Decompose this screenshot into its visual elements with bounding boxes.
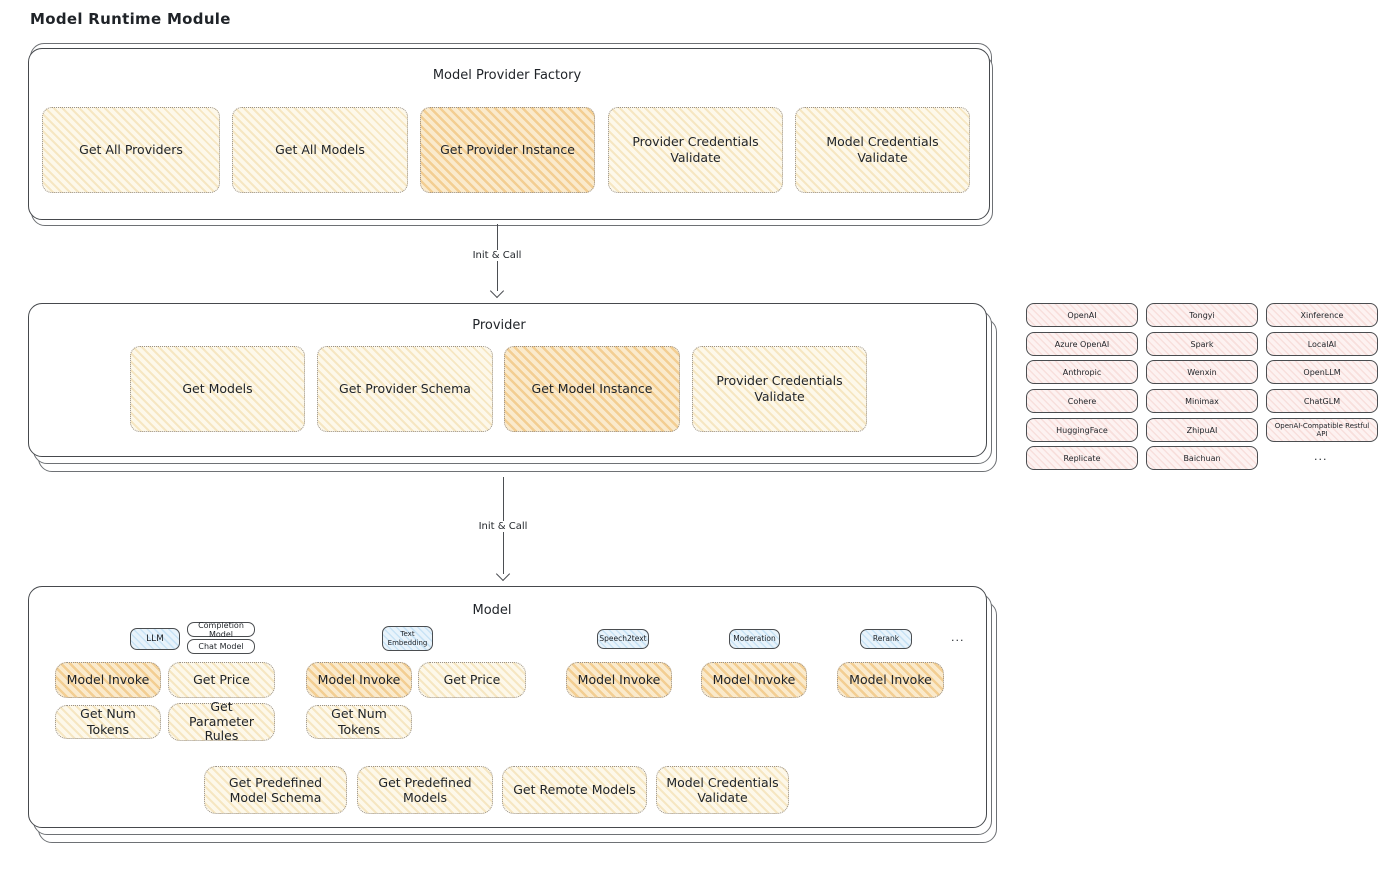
provider-pill-xinference: Xinference (1266, 303, 1378, 327)
model-type-tag-completion-model: Completion Model (187, 621, 255, 639)
model-type-tag-speech2text: Speech2text (597, 629, 649, 649)
provider-node-get-models: Get Models (130, 346, 305, 432)
model-type-tag-chat-model: Chat Model (187, 639, 255, 654)
init-call-label-2: Init & Call (473, 521, 533, 532)
common-op-get-predefined-models: Get Predefined Models (357, 766, 493, 814)
rerank-op-model-invoke: Model Invoke (837, 662, 944, 698)
speech2text-op-model-invoke: Model Invoke (566, 662, 672, 698)
provider-pill-wenxin: Wenxin (1146, 360, 1258, 384)
page-title: Model Runtime Module (30, 10, 231, 28)
provider-pill-chatglm: ChatGLM (1266, 389, 1378, 413)
init-call-label-1: Init & Call (467, 250, 527, 261)
factory-title: Model Provider Factory (432, 68, 582, 83)
provider-pill-baichuan: Baichuan (1146, 446, 1258, 470)
arrow-head-icon (490, 283, 505, 299)
common-op-model-credentials-validate: Model Credentials Validate (656, 766, 789, 814)
factory-node-model-credentials-validate: Model Credentials Validate (795, 107, 970, 193)
provider-node-get-model-instance: Get Model Instance (504, 346, 680, 432)
provider-pill-azure-openai: Azure OpenAI (1026, 332, 1138, 356)
factory-node-get-all-models: Get All Models (232, 107, 408, 193)
provider-pill-openai-compatible-restful-api: OpenAI-Compatible Restful API (1266, 418, 1378, 442)
provider-node-provider-credentials-validate: Provider Credentials Validate (692, 346, 867, 432)
llm-op-get-price: Get Price (168, 662, 275, 698)
model-type-tag-rerank: Rerank (860, 629, 912, 649)
provider-pill-cohere: Cohere (1026, 389, 1138, 413)
provider-pill-localai: LocalAI (1266, 332, 1378, 356)
model-type-tag-llm: LLM (130, 628, 180, 650)
provider-node-get-provider-schema: Get Provider Schema (317, 346, 493, 432)
model-title: Model (472, 603, 512, 618)
provider-title: Provider (472, 318, 526, 333)
common-op-get-predefined-model-schema: Get Predefined Model Schema (204, 766, 347, 814)
model-type-tag-moderation: Moderation (729, 629, 780, 649)
common-op-get-remote-models: Get Remote Models (502, 766, 647, 814)
factory-node-get-provider-instance: Get Provider Instance (420, 107, 595, 193)
provider-pill-spark: Spark (1146, 332, 1258, 356)
provider-pill-openllm: OpenLLM (1266, 360, 1378, 384)
model-type-tag-text-embedding: Text Embedding (382, 626, 433, 651)
embedding-op-model-invoke: Model Invoke (306, 662, 412, 698)
provider-pill-huggingface: HuggingFace (1026, 418, 1138, 442)
embedding-op-get-price: Get Price (418, 662, 526, 698)
llm-op-get-num-tokens: Get Num Tokens (55, 705, 161, 739)
factory-node-provider-credentials-validate: Provider Credentials Validate (608, 107, 783, 193)
provider-pill-replicate: Replicate (1026, 446, 1138, 470)
provider-pill-tongyi: Tongyi (1146, 303, 1258, 327)
embedding-op-get-num-tokens: Get Num Tokens (306, 705, 412, 739)
factory-node-get-all-providers: Get All Providers (42, 107, 220, 193)
arrow-head-icon (496, 566, 511, 582)
provider-pill-anthropic: Anthropic (1026, 360, 1138, 384)
llm-op-get-parameter-rules: Get Parameter Rules (168, 700, 275, 743)
provider-pill-minimax: Minimax (1146, 389, 1258, 413)
llm-op-model-invoke: Model Invoke (55, 662, 161, 698)
provider-list-more: ... (1314, 450, 1328, 463)
model-types-more: ... (951, 631, 965, 644)
provider-pill-zhipuai: ZhipuAI (1146, 418, 1258, 442)
moderation-op-model-invoke: Model Invoke (701, 662, 807, 698)
provider-pill-openai: OpenAI (1026, 303, 1138, 327)
